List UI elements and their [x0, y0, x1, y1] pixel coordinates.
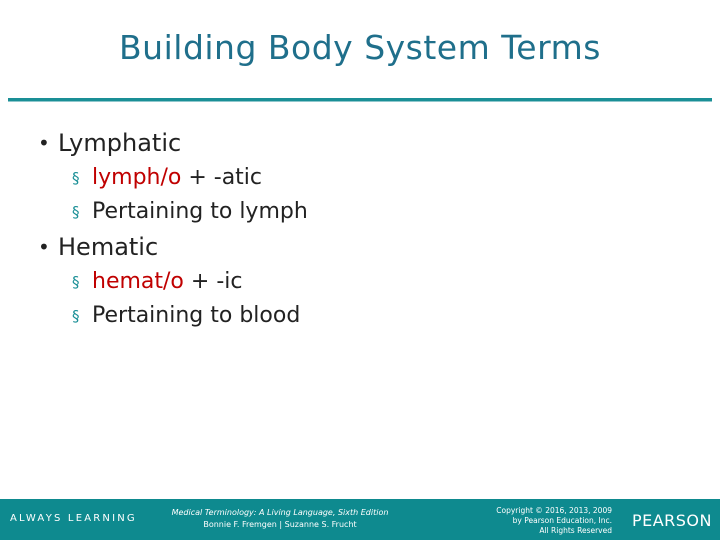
list-item-label: Lymphatic — [58, 129, 182, 157]
copyright-line-2: by Pearson Education, Inc. — [512, 516, 612, 525]
definition-text: Pertaining to blood — [92, 303, 301, 328]
pearson-logo: PEARSON — [631, 511, 712, 530]
section-bullet-icon: § — [72, 307, 80, 325]
copyright-notice: Copyright © 2016, 2013, 2009 by Pearson … — [432, 506, 612, 536]
definition-text: Pertaining to lymph — [92, 199, 308, 224]
slide-footer: ALWAYS LEARNING Medical Terminology: A L… — [0, 499, 720, 540]
list-item: § Pertaining to blood — [34, 300, 694, 333]
section-bullet-icon: § — [72, 169, 80, 187]
book-citation: Medical Terminology: A Living Language, … — [130, 507, 430, 531]
title-divider — [8, 98, 712, 101]
list-item: • Hematic — [34, 230, 694, 264]
list-item-label: Hematic — [58, 233, 159, 261]
list-item: • Lymphatic — [34, 126, 694, 160]
copyright-line-1: Copyright © 2016, 2013, 2009 — [496, 506, 612, 515]
suffix: -ic — [216, 269, 243, 294]
list-item: § lymph/o + -atic — [34, 162, 694, 195]
suffix: -atic — [213, 165, 263, 190]
plus-separator: + — [181, 165, 214, 190]
page-title: Building Body System Terms — [119, 28, 601, 67]
section-bullet-icon: § — [72, 203, 80, 221]
word-root: lymph/o — [92, 165, 182, 190]
book-authors: Bonnie F. Fremgen | Suzanne S. Frucht — [203, 520, 357, 529]
plus-separator: + — [183, 269, 217, 294]
always-learning-tagline: ALWAYS LEARNING — [10, 513, 137, 524]
bullet-icon: • — [38, 131, 50, 155]
list-item: § Pertaining to lymph — [34, 196, 694, 229]
bullet-icon: • — [38, 235, 50, 259]
section-bullet-icon: § — [72, 273, 80, 291]
title-divider-secondary — [8, 101, 712, 102]
slide-body: • Lymphatic § lymph/o + -atic § Pertaini… — [34, 126, 694, 334]
word-root: hemat/o — [92, 269, 184, 294]
list-item: § hemat/o + -ic — [34, 266, 694, 299]
copyright-line-3: All Rights Reserved — [539, 526, 612, 535]
book-title: Medical Terminology: A Living Language, … — [171, 508, 389, 517]
